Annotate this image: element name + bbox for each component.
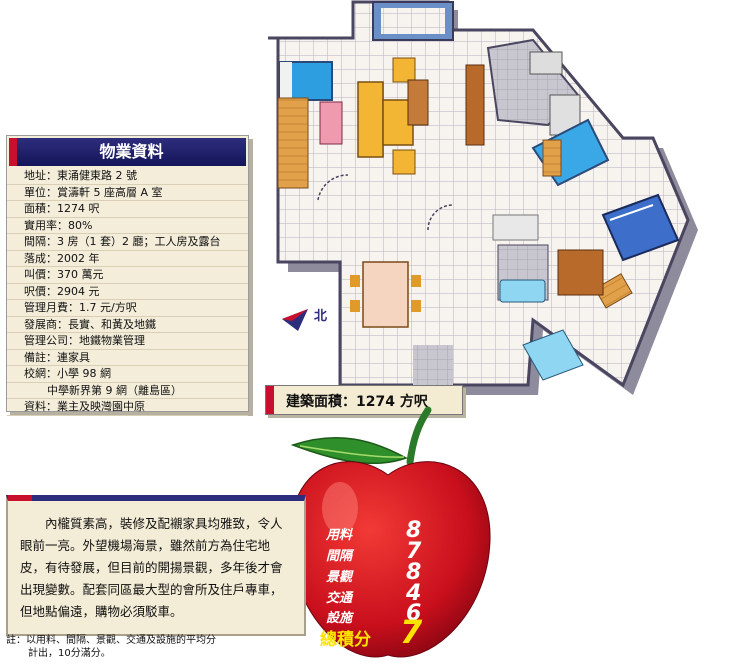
score-label: 交通 [326,591,353,606]
north-label: 北 [314,309,328,324]
info-line: 叫價：370 萬元 [7,267,248,284]
info-line: 地址：東涌健東路 2 號 [7,168,248,185]
apple-icon [289,406,491,658]
score-value: 8 [406,518,422,543]
info-line: 校網：小學 98 網 [7,366,248,383]
footnote-line: 註：以用料、間隔、景觀、交通及設施的平均分 [6,635,216,646]
property-info-list: 地址：東涌健東路 2 號 單位：賞濤軒 5 座高層 A 室 面積：1274 呎 … [7,166,248,416]
score-value: 4 [406,581,422,606]
score-value: 6 [406,601,422,626]
property-info-title: 物業資料 [9,138,246,166]
score-row-layout: 間隔 7 [326,539,426,565]
score-label: 設施 [326,611,353,626]
floor-plan-illustration [268,0,698,395]
description-text: 內櫳質素高，裝修及配襯家具均雅致，令人眼前一亮。外望機場海景，雖然前方為住宅地皮… [20,516,283,619]
compass-icon [282,309,308,331]
description-box: 內櫳質素高，裝修及配襯家具均雅致，令人眼前一亮。外望機場海景，雖然前方為住宅地皮… [6,495,306,636]
score-row-view: 景觀 8 [326,560,426,586]
banner-accent [266,386,274,414]
info-line: 單位：賞濤軒 5 座高層 A 室 [7,185,248,201]
info-line: 資料：業主及映灣園中原 [7,399,248,416]
info-line: 落成：2002 年 [7,251,248,267]
score-label: 景觀 [326,570,353,585]
info-line: 間隔：3 房（1 套）2 廳；工人房及露台 [7,234,248,251]
footnote-line: 計出，10分滿分。 [28,648,111,659]
score-row-facilities: 設施 6 [326,601,426,627]
info-line: 實用率：80% [7,218,248,234]
score-label: 間隔 [326,549,353,564]
total-score-label: 總積分 [320,630,371,650]
info-line: 面積：1274 呎 [7,201,248,218]
total-score-value: 7 [400,613,423,651]
score-label: 用料 [326,528,353,543]
info-line: 發展商：長實、和黃及地鐵 [7,317,248,333]
info-line: 呎價：2904 元 [7,284,248,300]
score-value: 7 [406,539,422,564]
footnote: 註：以用料、間隔、景觀、交通及設施的平均分 計出，10分滿分。 [6,634,296,660]
area-text: 建築面積：1274 方呎 [286,394,428,410]
score-row-materials: 用料 8 [326,518,426,544]
score-value: 8 [406,560,422,585]
score-row-transport: 交通 4 [326,581,426,607]
info-line: 管理月費：1.7 元/方呎 [7,300,248,317]
description-accent [8,495,32,501]
info-line: 管理公司：地鐵物業管理 [7,333,248,350]
info-line: 備註：連家具 [7,350,248,366]
property-info-panel: 物業資料 地址：東涌健東路 2 號 單位：賞濤軒 5 座高層 A 室 面積：12… [6,135,249,416]
info-line: 中學新界第 9 網（離島區） [7,383,248,399]
